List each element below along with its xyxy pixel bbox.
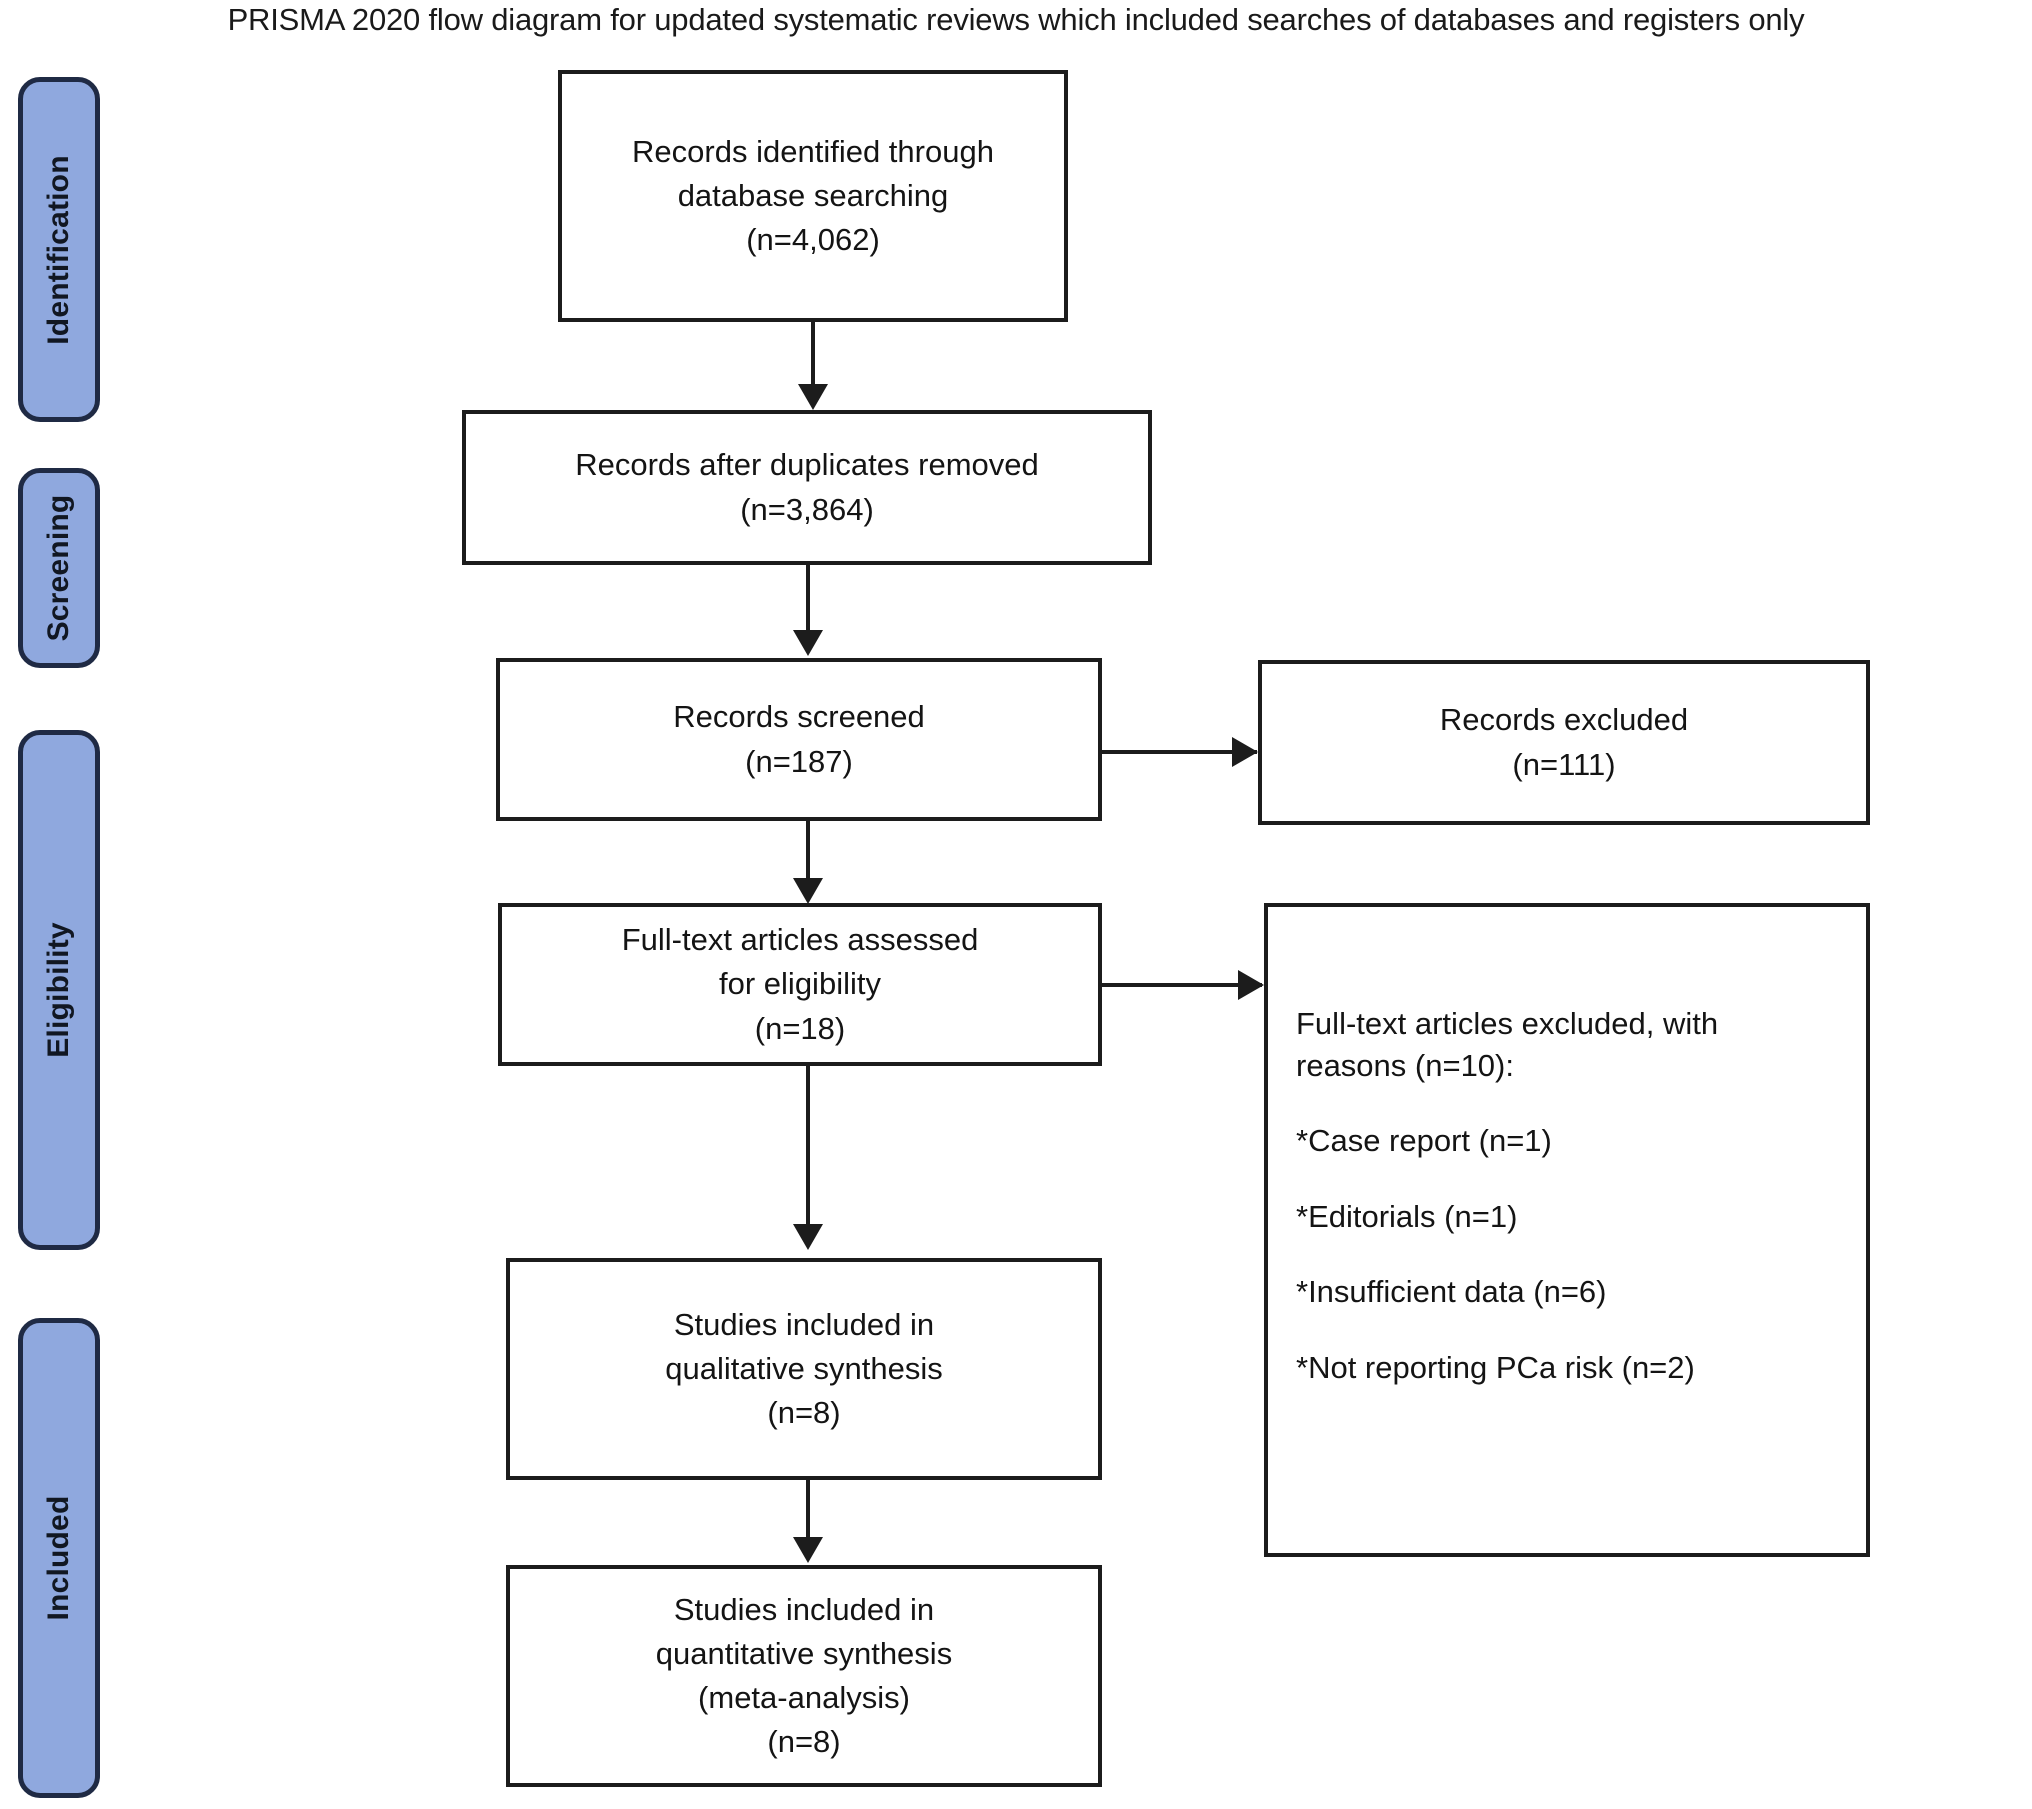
arrow-down-icon-duplicates-to-screened	[793, 630, 823, 656]
connector-identified-to-duplicates	[811, 322, 815, 390]
box-quantitative-synthesis: Studies included in quantitative synthes…	[506, 1565, 1102, 1787]
box-records-excluded-text: Records excluded (n=111)	[1439, 702, 1689, 782]
connector-qualitative-to-quantitative	[806, 1480, 810, 1542]
stage-tab-included: Included	[18, 1318, 100, 1798]
arrow-right-icon-fulltext-to-reasons	[1238, 970, 1264, 1000]
exclusion-reasons-list: Full-text articles excluded, with reason…	[1296, 1003, 1842, 1388]
arrow-down-icon-qualitative-to-quantitative	[793, 1537, 823, 1563]
box-duplicates-removed: Records after duplicates removed (n=3,86…	[462, 410, 1152, 565]
stage-tab-included-label: Included	[42, 1495, 75, 1621]
connector-duplicates-to-screened	[806, 565, 810, 635]
box-records-identified: Records identified through database sear…	[558, 70, 1068, 322]
box-records-excluded: Records excluded (n=111)	[1258, 660, 1870, 825]
exclusion-reason-item: *Insufficient data (n=6)	[1296, 1274, 1607, 1310]
box-duplicates-removed-text: Records after duplicates removed (n=3,86…	[575, 447, 1039, 527]
exclusion-reason-item: *Not reporting PCa risk (n=2)	[1296, 1349, 1695, 1385]
page-title: PRISMA 2020 flow diagram for updated sys…	[227, 2, 1805, 37]
exclusion-reasons-heading: Full-text articles excluded, with reason…	[1296, 1006, 1719, 1083]
exclusion-reason-item: *Editorials (n=1)	[1296, 1198, 1518, 1234]
stage-tab-screening-label: Screening	[42, 494, 75, 642]
stage-tab-screening: Screening	[18, 468, 100, 668]
arrow-down-icon-identified-to-duplicates	[798, 384, 828, 410]
arrow-right-icon-screened-to-excluded	[1232, 737, 1258, 767]
arrow-down-icon-screened-to-fulltext	[793, 878, 823, 904]
box-records-screened: Records screened (n=187)	[496, 658, 1102, 821]
stage-tab-eligibility: Eligibility	[18, 730, 100, 1250]
box-records-screened-text: Records screened (n=187)	[673, 699, 925, 779]
box-records-identified-text: Records identified through database sear…	[632, 133, 994, 257]
stage-tab-eligibility-label: Eligibility	[42, 922, 75, 1058]
box-fulltext-assessed: Full-text articles assessed for eligibil…	[498, 903, 1102, 1066]
connector-screened-to-fulltext	[806, 821, 810, 883]
connector-fulltext-to-reasons	[1102, 983, 1262, 987]
stage-tab-identification-label: Identification	[42, 154, 75, 345]
connector-fulltext-to-qualitative	[806, 1066, 810, 1226]
box-qualitative-synthesis: Studies included in qualitative synthesi…	[506, 1258, 1102, 1480]
arrow-down-icon-fulltext-to-qualitative	[793, 1224, 823, 1250]
connector-screened-to-excluded	[1102, 750, 1257, 754]
exclusion-reason-item: *Case report (n=1)	[1296, 1123, 1552, 1159]
box-fulltext-excluded-reasons: Full-text articles excluded, with reason…	[1264, 903, 1870, 1557]
box-quantitative-synthesis-text: Studies included in quantitative synthes…	[655, 1591, 953, 1760]
stage-tab-identification: Identification	[18, 77, 100, 422]
box-fulltext-assessed-text: Full-text articles assessed for eligibil…	[621, 922, 979, 1046]
box-qualitative-synthesis-text: Studies included in qualitative synthesi…	[665, 1306, 943, 1430]
